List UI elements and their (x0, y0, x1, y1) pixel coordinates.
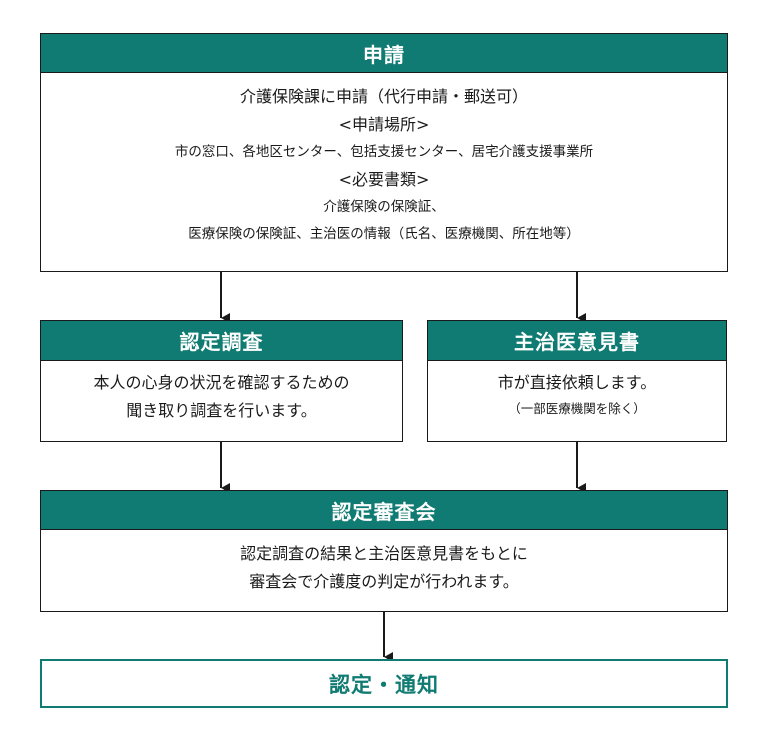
review-box: 認定審査会 認定調査の結果と主治医意見書をもとに 審査会で介護度の判定が行われま… (40, 490, 728, 612)
opinion-title: 主治医意見書 (428, 321, 726, 361)
survey-box: 認定調査 本人の心身の状況を確認するための 聞き取り調査を行います。 (40, 320, 403, 442)
apply-place-heading: <申請場所> (338, 115, 430, 134)
apply-body: 介護保険課に申請（代行申請・郵送可） <申請場所> 市の窓口、各地区センター、包… (41, 73, 727, 248)
survey-title: 認定調査 (41, 321, 402, 361)
apply-title: 申請 (41, 34, 727, 73)
apply-place-list: 市の窓口、各地区センター、包括支援センター、居宅介護支援事業所 (174, 144, 594, 160)
review-line-1: 認定調査の結果と主治医意見書をもとに (240, 544, 528, 563)
survey-body: 本人の心身の状況を確認するための 聞き取り調査を行います。 (41, 361, 402, 425)
apply-doc-2: 医療保険の保険証、主治医の情報（氏名、医療機関、所在地等） (188, 226, 580, 242)
notice-box: 認定・通知 (40, 659, 728, 708)
survey-line-2: 聞き取り調査を行います。 (126, 401, 317, 420)
apply-line-1: 介護保険課に申請（代行申請・郵送可） (239, 87, 528, 106)
apply-doc-1: 介護保険の保険証、 (323, 199, 445, 215)
opinion-line-1: 市が直接依頼します。 (497, 373, 657, 392)
review-title: 認定審査会 (41, 491, 727, 530)
apply-docs-heading: <必要書類> (338, 170, 430, 189)
opinion-line-2: （一部医療機関を除く） (508, 401, 646, 416)
review-line-2: 審査会で介護度の判定が行われます。 (249, 572, 519, 591)
apply-box: 申請 介護保険課に申請（代行申請・郵送可） <申請場所> 市の窓口、各地区センタ… (40, 33, 728, 272)
opinion-body: 市が直接依頼します。 （一部医療機関を除く） (428, 361, 726, 421)
survey-line-1: 本人の心身の状況を確認するための (93, 373, 350, 392)
review-body: 認定調査の結果と主治医意見書をもとに 審査会で介護度の判定が行われます。 (41, 530, 727, 596)
opinion-box: 主治医意見書 市が直接依頼します。 （一部医療機関を除く） (427, 320, 727, 442)
